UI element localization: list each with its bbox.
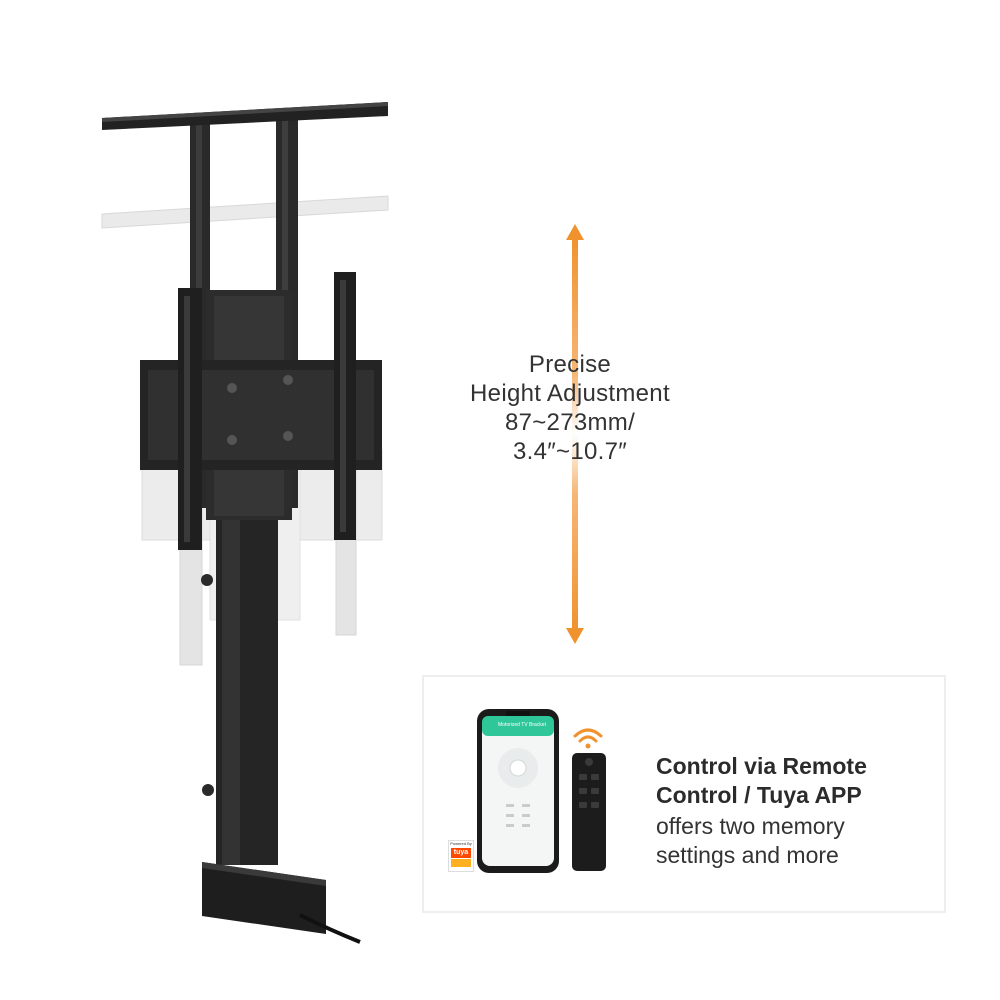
card-desc-line1: offers two memory bbox=[656, 813, 845, 839]
height-label-line3: 87~273mm/ bbox=[504, 409, 636, 436]
double-vertical-arrow-icon bbox=[566, 224, 584, 644]
ghost-top-bar bbox=[101, 195, 389, 229]
card-desc-line2: settings and more bbox=[656, 842, 839, 868]
wifi-signal-icon bbox=[573, 728, 603, 749]
remote-control-image bbox=[572, 753, 606, 871]
card-title-line1: Control via Remote bbox=[656, 753, 867, 779]
tv-lift-illustration bbox=[101, 102, 389, 944]
tuya-badge: Powered By tuya bbox=[448, 840, 474, 872]
card-title-line2: Control / Tuya APP bbox=[656, 782, 862, 808]
badge-powered-by: Powered By bbox=[450, 841, 472, 846]
height-adjustment-label: Precise Height Adjustment 87~273mm/ 3.4″… bbox=[420, 350, 720, 466]
badge-stripe bbox=[451, 859, 471, 867]
app-header-text: Motorized TV Bracket bbox=[498, 722, 546, 728]
height-label-line2: Height Adjustment bbox=[470, 380, 670, 407]
height-label-line4: 3.4″~10.7″ bbox=[512, 438, 628, 465]
control-card-text: Control via Remote Control / Tuya APP of… bbox=[656, 752, 946, 870]
wall-mount bbox=[140, 272, 382, 550]
smartphone-app-image bbox=[477, 709, 559, 873]
base-control-box bbox=[202, 862, 361, 944]
badge-brand: tuya bbox=[451, 848, 471, 858]
height-label-line1: Precise bbox=[528, 351, 612, 378]
